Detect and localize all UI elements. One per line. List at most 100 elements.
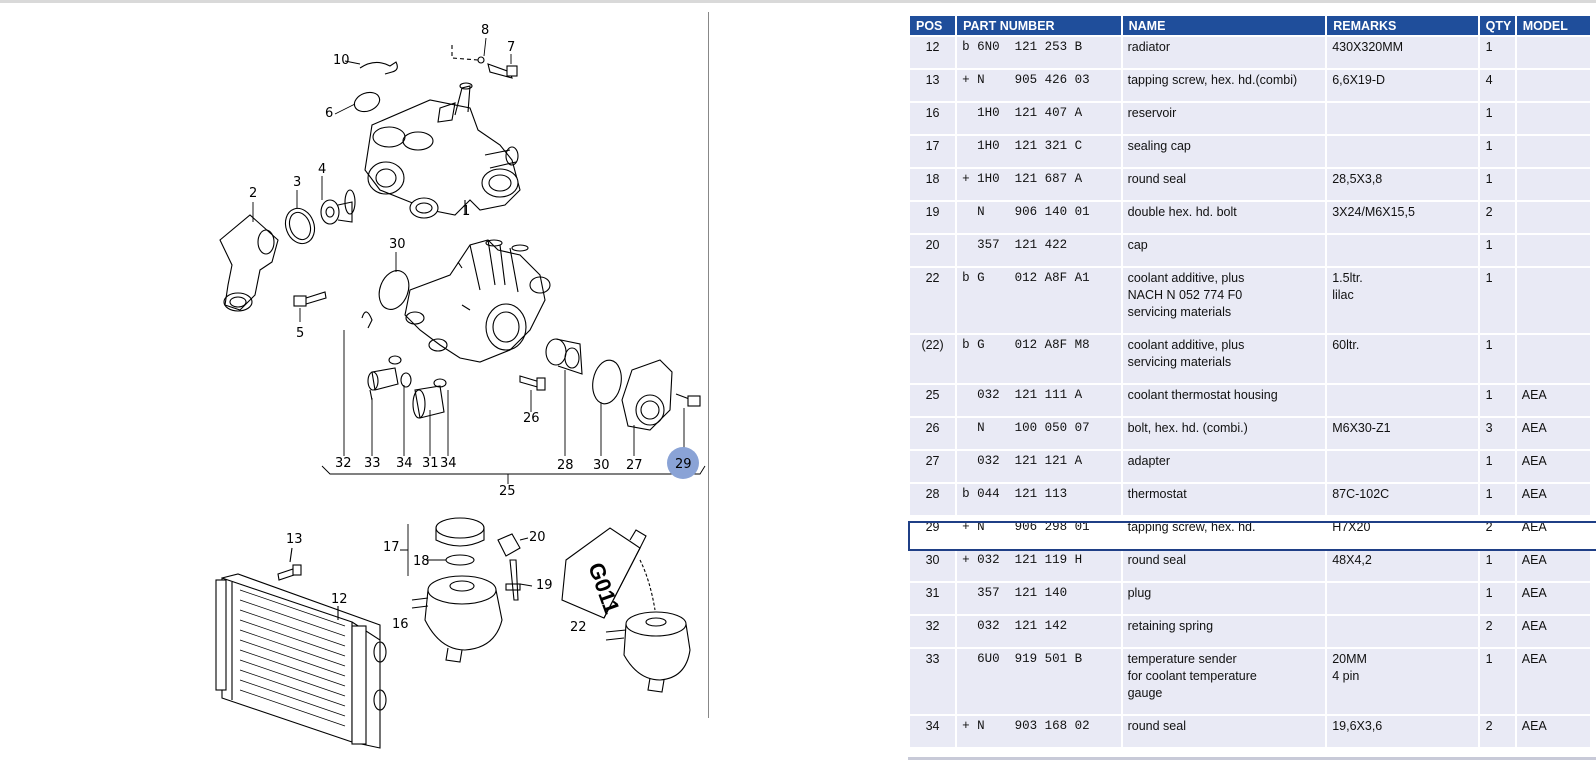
cell-pos: 30 (910, 550, 956, 581)
seal-34-right (433, 378, 447, 388)
thermostat-28 (545, 338, 583, 375)
callout-34-right: 34 (440, 456, 457, 471)
header-name[interactable]: NAME (1122, 16, 1326, 35)
cell-pos: 32 (910, 616, 956, 647)
callout-4: 4 (318, 162, 327, 177)
callout-19: 19 (536, 578, 553, 593)
cell-name: round seal (1122, 169, 1326, 200)
cell-remarks: 3X24/M6X15,5 (1327, 202, 1478, 233)
cell-qty: 2 (1479, 616, 1515, 647)
callout-16: 16 (392, 617, 409, 632)
cell-remarks: 19,6X3,6 (1327, 716, 1478, 747)
callout-22: 22 (570, 620, 587, 635)
cell-part-number: 1H0 121 407 A (957, 103, 1121, 134)
cell-model (1516, 70, 1590, 101)
cell-remarks: 48X4,2 (1327, 550, 1478, 581)
cell-remarks (1327, 583, 1478, 614)
radiator-12 (215, 573, 387, 749)
header-remarks[interactable]: REMARKS (1327, 16, 1478, 35)
cell-remarks (1327, 451, 1478, 482)
cell-model: AEA (1516, 583, 1590, 614)
screw-13 (277, 564, 302, 581)
cell-pos: 20 (910, 235, 956, 266)
cell-remarks: M6X30-Z1 (1327, 418, 1478, 449)
top-border (0, 0, 1596, 3)
callout-33: 33 (364, 456, 381, 471)
coolant-can-22 (561, 527, 647, 619)
cell-pos: 25 (910, 385, 956, 416)
callout-7: 7 (507, 40, 516, 55)
upper-coolant-flange (364, 82, 521, 219)
diagram-divider (708, 12, 709, 718)
cell-pos: (22) (910, 335, 956, 383)
o-ring-30-top (378, 270, 410, 310)
thermostat-4 (320, 189, 356, 225)
callout-34-left: 34 (396, 456, 413, 471)
cell-name: double hex. hd. bolt (1122, 202, 1326, 233)
cell-model: AEA (1516, 649, 1590, 714)
header-qty[interactable]: QTY (1479, 16, 1515, 35)
cell-remarks: 20MM 4 pin (1327, 649, 1478, 714)
cell-qty: 1 (1479, 550, 1515, 581)
cell-remarks (1327, 136, 1478, 167)
header-pos[interactable]: POS (910, 16, 956, 35)
callout-29[interactable]: 29 (675, 457, 692, 472)
cell-pos: 27 (910, 451, 956, 482)
cell-name: sealing cap (1122, 136, 1326, 167)
callout-2: 2 (249, 186, 258, 201)
cell-name: coolant thermostat housing (1122, 385, 1326, 416)
cell-pos: 34 (910, 716, 956, 747)
callout-18: 18 (413, 554, 430, 569)
parts-table-panel: POS PART NUMBER NAME REMARKS QTY MODEL 1… (908, 14, 1596, 749)
cell-name: round seal (1122, 716, 1326, 747)
cell-model: AEA (1516, 484, 1590, 515)
cell-model: AEA (1516, 616, 1590, 647)
cell-model (1516, 235, 1590, 266)
table-header-row: POS PART NUMBER NAME REMARKS QTY MODEL (910, 16, 1590, 35)
plug-31 (412, 385, 445, 419)
cell-pos: 18 (910, 169, 956, 200)
o-ring-3 (284, 207, 316, 245)
cell-model (1516, 37, 1590, 68)
callout-30-top: 30 (389, 237, 406, 252)
cell-qty: 1 (1479, 136, 1515, 167)
reservoir-16 (411, 575, 503, 663)
cell-pos: 29 (910, 517, 956, 548)
thermostat-housing-25 (404, 239, 551, 363)
cell-remarks: 6,6X19-D (1327, 70, 1478, 101)
cell-qty: 1 (1479, 335, 1515, 383)
cell-remarks: 430X320MM (1327, 37, 1478, 68)
callout-26: 26 (523, 411, 540, 426)
cell-part-number: 1H0 121 321 C (957, 136, 1121, 167)
cell-pos: 16 (910, 103, 956, 134)
cell-remarks: H7X20 (1327, 517, 1478, 548)
cell-remarks (1327, 385, 1478, 416)
callout-8: 8 (481, 23, 490, 38)
cell-pos: 17 (910, 136, 956, 167)
header-model[interactable]: MODEL (1516, 16, 1590, 35)
cell-qty: 2 (1479, 716, 1515, 747)
exploded-parts-diagram: G011 10 8 7 6 4 2 3 1 5 30 32 33 34 31 3… (0, 0, 720, 782)
cell-qty: 3 (1479, 418, 1515, 449)
header-part-number[interactable]: PART NUMBER (957, 16, 1121, 35)
cell-name: bolt, hex. hd. (combi.) (1122, 418, 1326, 449)
